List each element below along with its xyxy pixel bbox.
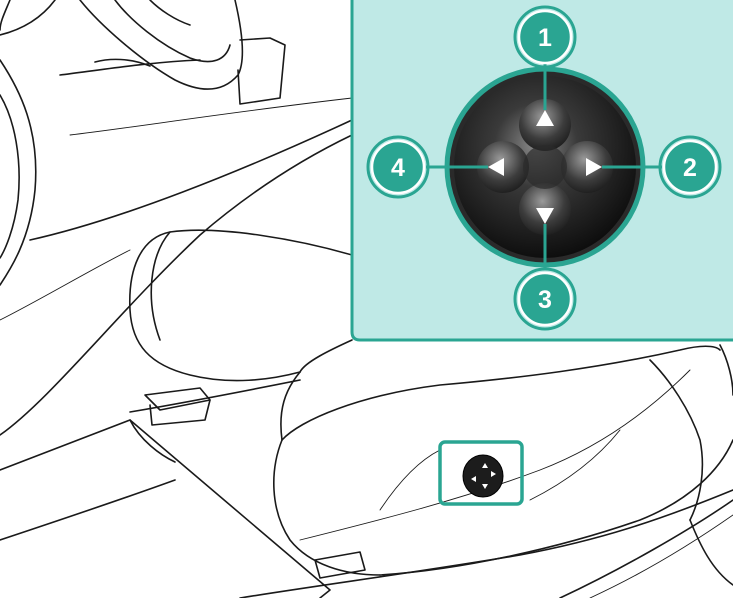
callout-1: 1 (515, 7, 575, 67)
svg-text:2: 2 (683, 154, 697, 182)
svg-text:4: 4 (391, 154, 405, 182)
small-switch-icon (463, 455, 503, 497)
dashboard-line-art (0, 0, 352, 435)
callout-4: 4 (368, 137, 428, 197)
switch-detail-inset: 1 2 3 4 (352, 0, 733, 340)
callout-2: 2 (660, 137, 720, 197)
svg-text:3: 3 (538, 286, 552, 314)
svg-text:1: 1 (538, 24, 552, 52)
switch-location-highlight (440, 442, 522, 504)
callout-3: 3 (515, 269, 575, 329)
